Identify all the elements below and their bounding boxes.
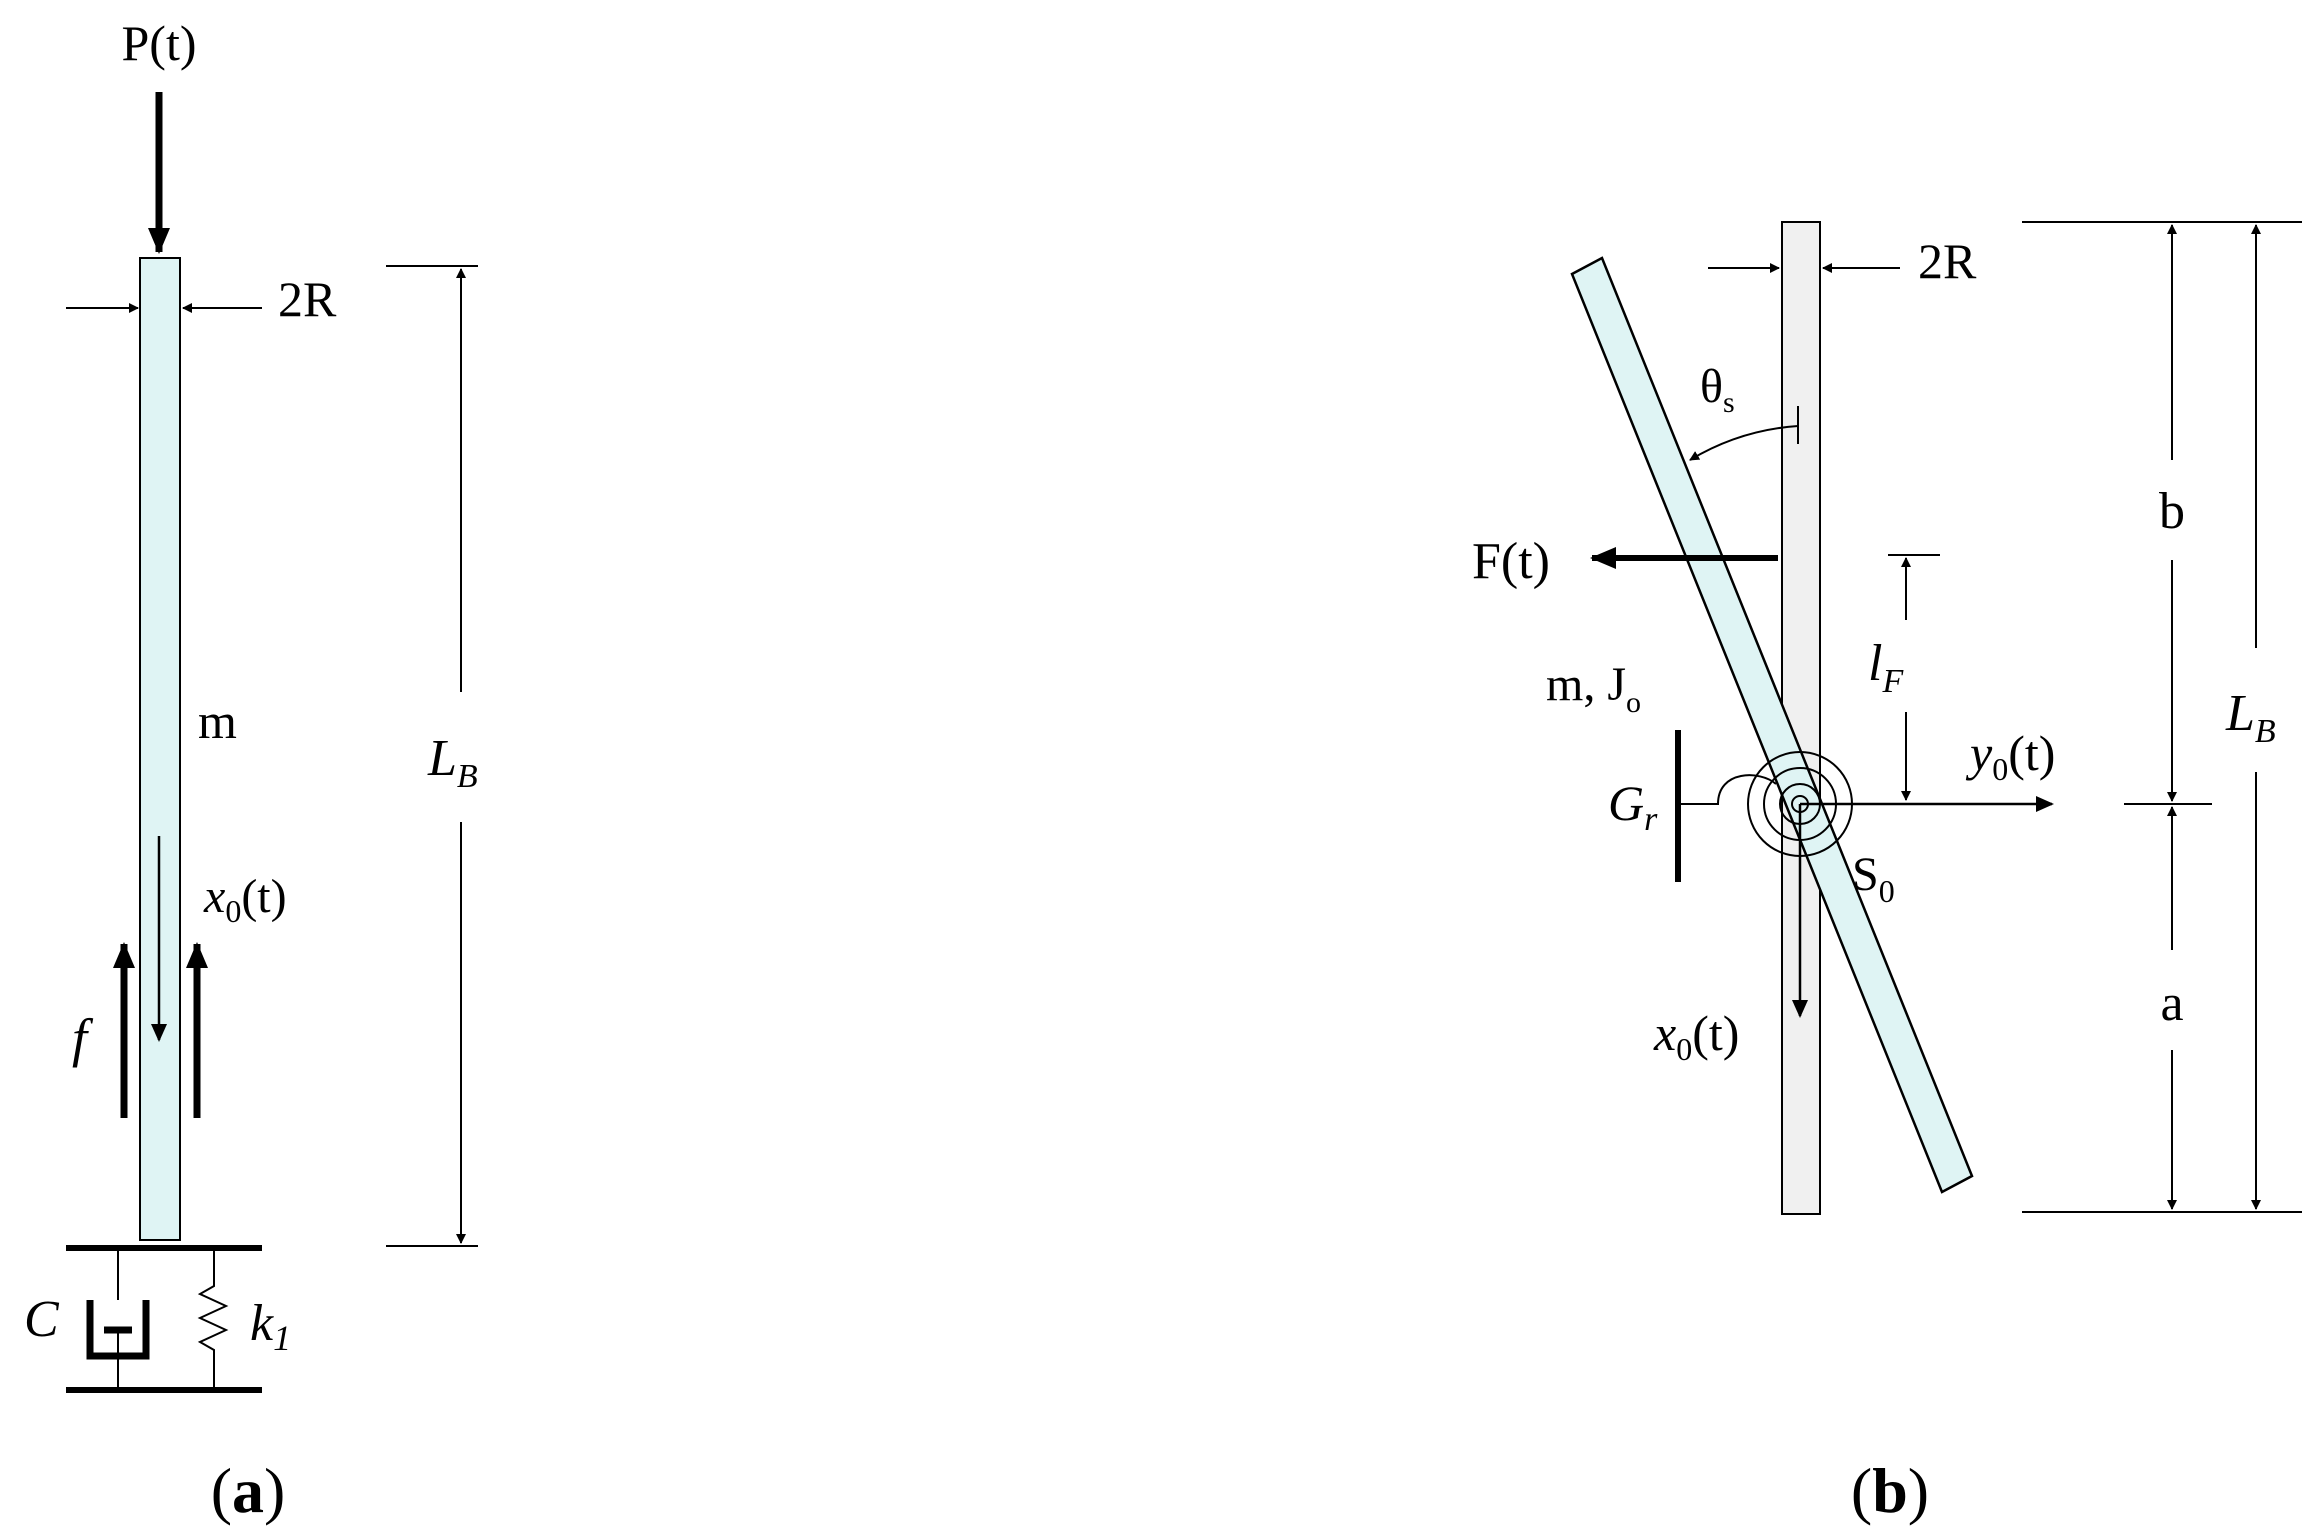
load-label: P(t) (122, 15, 197, 71)
width-label-b: 2R (1918, 233, 1977, 289)
friction-label: f (72, 1008, 94, 1068)
panel-a: P(t) 2R LB m x0(t) f C (24, 15, 478, 1526)
length-label-a: LB (427, 730, 478, 795)
lower-length-label: a (2160, 975, 2183, 1032)
force-arm-label: lF (1868, 635, 1904, 700)
disp-label-a: x0(t) (203, 870, 287, 929)
gr-link (1680, 774, 1777, 805)
xdisp-label: x0(t) (1653, 1005, 1739, 1067)
caption-a: (a) (211, 1455, 286, 1526)
force-label: F(t) (1472, 533, 1550, 590)
width-label-a: 2R (278, 271, 337, 327)
mass-label-a: m (198, 693, 237, 749)
spring (197, 1248, 229, 1390)
caption-b: (b) (1851, 1455, 1929, 1526)
upper-length-label: b (2159, 483, 2185, 540)
tilted-beam (1570, 256, 1974, 1194)
torsion-spring-label: S0 (1852, 848, 1895, 909)
spring-label-a: k1 (250, 1295, 291, 1358)
gr-label: Gr (1608, 775, 1658, 838)
damper-label: C (24, 1291, 60, 1348)
angle-arc (1689, 425, 1799, 461)
length-label-b: LB (2225, 685, 2276, 750)
panel-b: 2R θs F(t) lF m, Jo Gr S0 y0(t) (1472, 221, 2302, 1526)
beam-a (139, 257, 181, 1241)
angle-label: θs (1700, 360, 1735, 419)
mass-inertia-label: m, Jo (1546, 658, 1641, 719)
damper (86, 1248, 150, 1390)
ydisp-label: y0(t) (1965, 725, 2055, 787)
